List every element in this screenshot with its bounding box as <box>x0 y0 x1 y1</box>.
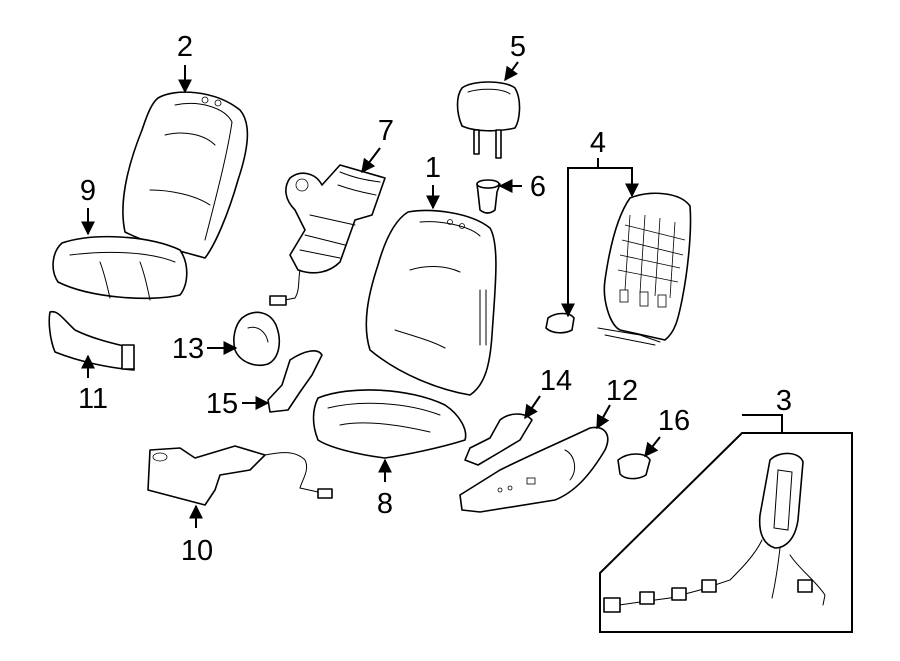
callout-7: 7 <box>378 115 394 147</box>
callout-1: 1 <box>425 152 441 184</box>
callout-8: 8 <box>377 488 393 520</box>
seat-back-cover-part <box>122 91 249 259</box>
side-shield-part <box>459 426 609 513</box>
seat-cushion-part <box>312 389 467 459</box>
side-airbag-inset <box>599 432 853 633</box>
callout-13: 13 <box>172 333 204 365</box>
callout-10: 10 <box>181 535 213 567</box>
adjuster-knob-part <box>617 453 651 480</box>
seat-heater-frame-part <box>269 164 386 306</box>
callout-16: 16 <box>658 405 690 437</box>
callout-arrows <box>81 61 783 528</box>
callout-4: 4 <box>590 127 606 159</box>
callout-11: 11 <box>78 383 108 415</box>
side-bracket-part <box>464 413 533 466</box>
callout-9: 9 <box>80 175 96 207</box>
seat-back-assembly-part <box>365 209 497 396</box>
callout-14: 14 <box>540 365 572 397</box>
front-trim-part <box>48 310 135 371</box>
cushion-heater-part <box>147 445 333 506</box>
seat-cushion-pad-part <box>52 235 188 301</box>
headrest-part <box>456 81 521 159</box>
callout-2: 2 <box>177 31 193 63</box>
callout-6: 6 <box>530 171 546 203</box>
callout-15: 15 <box>206 388 238 420</box>
inner-trim-part <box>267 350 323 413</box>
callout-5: 5 <box>510 31 526 63</box>
callout-12: 12 <box>606 375 638 407</box>
headrest-guide-part <box>476 179 501 214</box>
callout-3: 3 <box>776 385 792 417</box>
recliner-cover-part <box>233 311 281 366</box>
